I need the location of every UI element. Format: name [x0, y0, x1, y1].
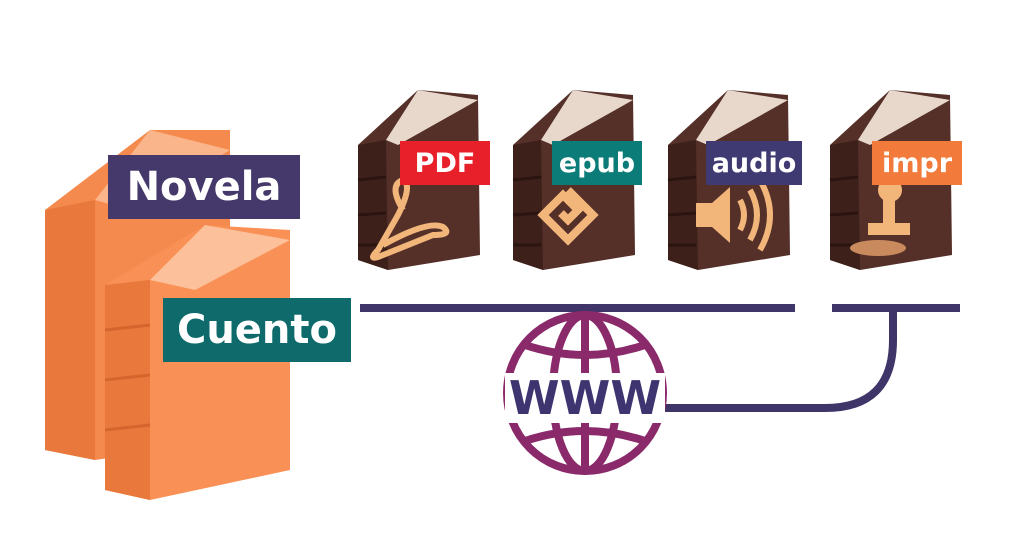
speaker-icon — [696, 178, 773, 252]
epub-icon — [537, 187, 599, 246]
genre-label-novela: Novela — [108, 155, 300, 219]
format-label-pdf: PDF — [400, 141, 490, 185]
format-label-audio: audio — [706, 141, 802, 185]
format-label-epub: epub — [552, 141, 642, 185]
connector-lines — [360, 304, 960, 412]
www-label: WWW — [508, 371, 662, 425]
format-label-impr: impr — [872, 141, 962, 185]
genre-label-cuento: Cuento — [163, 298, 351, 362]
orange-book-front — [104, 225, 290, 500]
